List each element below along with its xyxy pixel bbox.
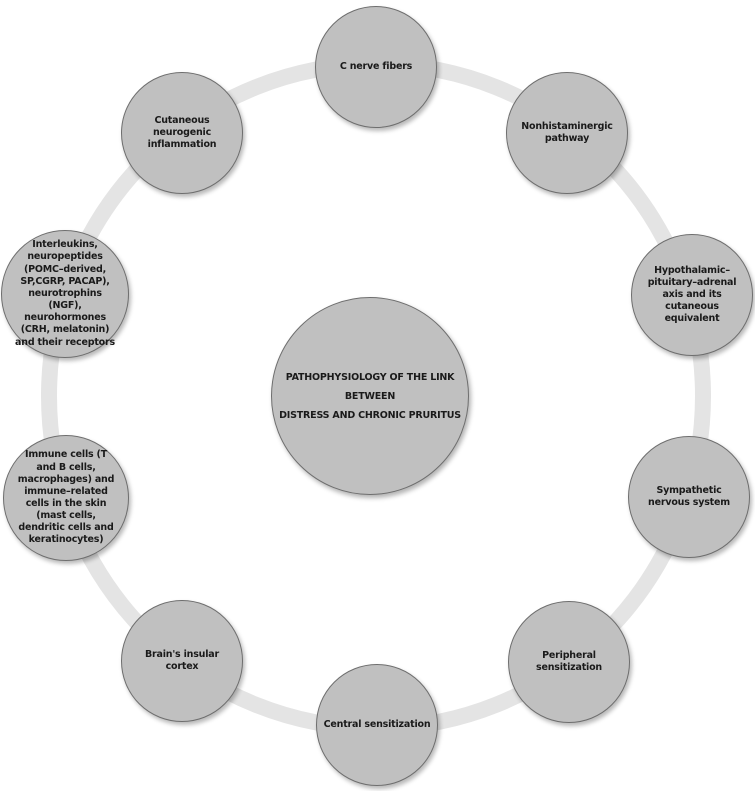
node-nonhistaminergic-pathway: Nonhistaminergic pathway [506, 72, 628, 194]
node-label: Nonhistaminergic pathway [521, 120, 613, 144]
node-label: Central sensitization [323, 718, 431, 730]
node-immune-cells: Immune cells (T and B cells, macrophages… [3, 435, 129, 561]
node-c-nerve-fibers: C nerve fibers [315, 6, 437, 128]
node-hpa-axis: Hypothalamic–pituitary–adrenal axis and … [631, 234, 753, 356]
node-label: Cutaneous neurogenic inflammation [147, 114, 217, 151]
node-peripheral-sensitization: Peripheral sensitization [508, 601, 630, 723]
center-title-line-3: DISTRESS AND CHRONIC PRURITUS [279, 409, 461, 421]
node-brains-insular-cortex: Brain's insular cortex [121, 600, 243, 722]
node-label: Hypothalamic–pituitary–adrenal axis and … [647, 264, 737, 325]
node-label: Peripheral sensitization [536, 649, 602, 673]
center-title-line-2: BETWEEN [344, 390, 396, 402]
node-label: Brain's insular cortex [144, 648, 220, 672]
center-title-line-1: PATHOPHYSIOLOGY OF THE LINK [285, 371, 455, 383]
node-label: Sympathetic nervous system [648, 484, 730, 508]
node-label: Interleukins, neuropeptides (POMC–derive… [15, 239, 115, 348]
node-label: C nerve fibers [339, 60, 413, 72]
node-central-sensitization: Central sensitization [316, 664, 438, 786]
node-label: Immune cells (T and B cells, macrophages… [17, 449, 115, 546]
node-sympathetic-nervous-system: Sympathetic nervous system [628, 436, 750, 558]
node-cutaneous-neurogenic-inflammation: Cutaneous neurogenic inflammation [121, 72, 243, 194]
center-circle: PATHOPHYSIOLOGY OF THE LINK BETWEEN DIST… [271, 297, 469, 495]
node-interleukins-neuropeptides: Interleukins, neuropeptides (POMC–derive… [1, 230, 129, 358]
